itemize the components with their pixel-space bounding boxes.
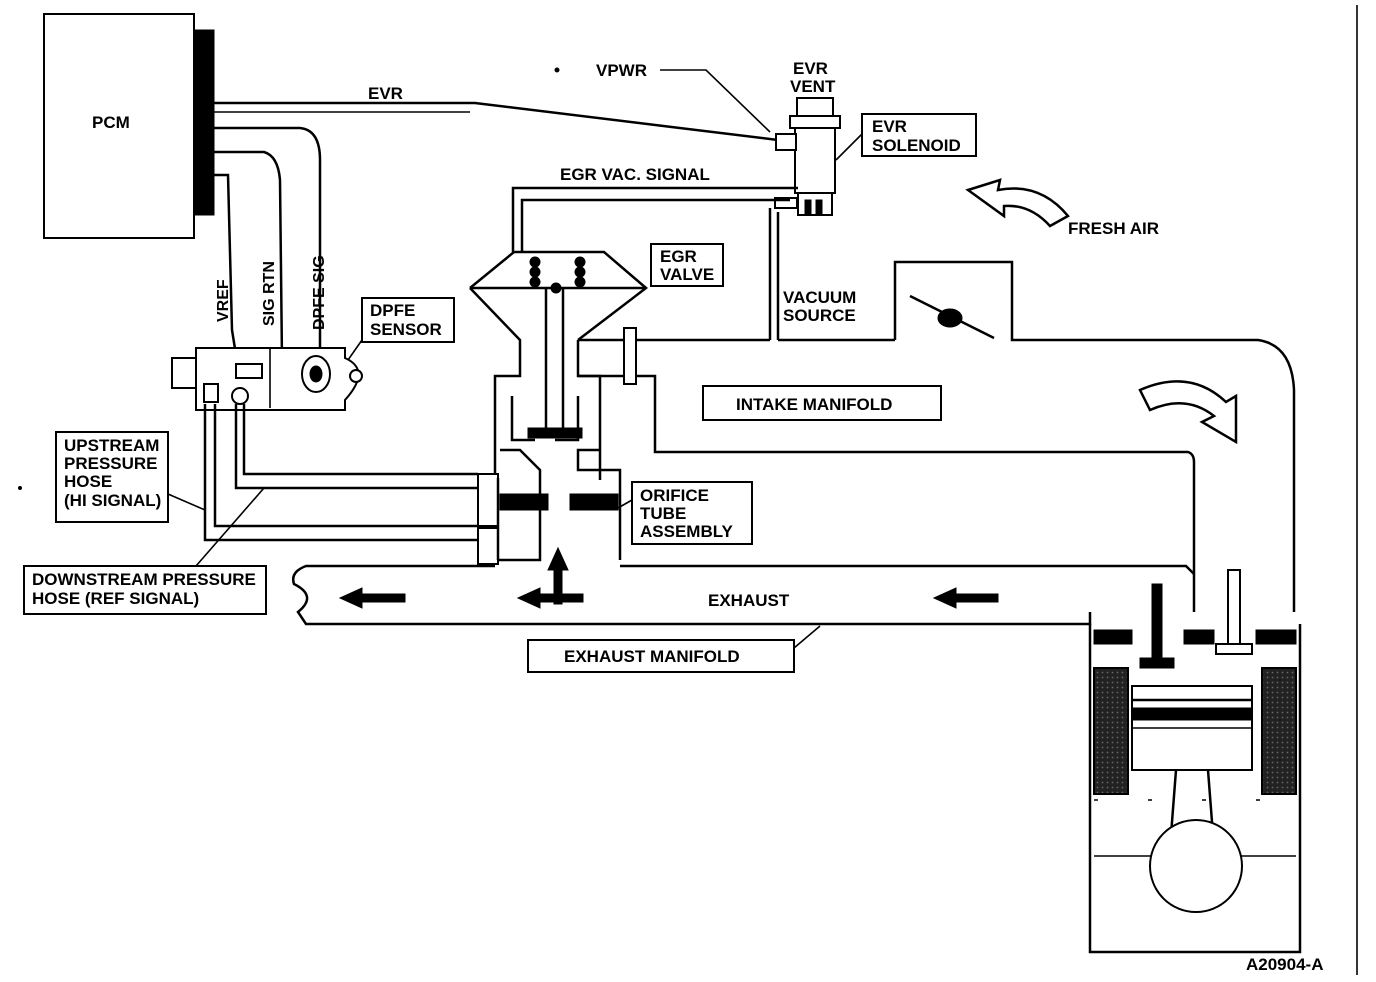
pcm-wiring: [214, 101, 779, 379]
intake-manifold: [578, 260, 1296, 612]
dpfe-sensor: [171, 347, 363, 411]
evr-solenoid-label-1: EVR: [872, 117, 907, 136]
fresh-air-arrow: [965, 178, 1070, 228]
vref-label: VREF: [215, 279, 232, 322]
intake-flow-arrow: [1138, 380, 1238, 445]
intake-manifold-label: INTAKE MANIFOLD: [736, 395, 892, 414]
sig-rtn-label: SIG RTN: [261, 261, 278, 326]
upstream-label-4: (HI SIGNAL): [64, 491, 161, 510]
orifice-plates: [499, 493, 619, 511]
evr-vent-label-1: EVR: [793, 59, 828, 78]
fresh-air-label: FRESH AIR: [1068, 219, 1159, 238]
orifice-label-2: TUBE: [640, 504, 686, 523]
evr-wire-label: EVR: [368, 84, 403, 103]
engine-cylinder: [1088, 569, 1302, 954]
egr-vac-signal-label: EGR VAC. SIGNAL: [560, 165, 710, 184]
scan-speck: [18, 486, 22, 490]
orifice-callout: [617, 481, 753, 545]
evr-vent-label-2: VENT: [790, 77, 836, 96]
vpwr-leader: [660, 69, 771, 133]
egr-valve-label-2: VALVE: [660, 265, 714, 284]
orifice-label-3: ASSEMBLY: [640, 522, 734, 541]
vacuum-source-hose: [768, 208, 780, 340]
exhaust-manifold-callout: [527, 625, 821, 673]
upstream-hose-callout: [55, 431, 206, 523]
evr-solenoid-callout: [835, 113, 977, 161]
egr-valve-callout: [650, 243, 724, 287]
pressure-hoses: [203, 404, 500, 565]
exhaust-flow-arrows: [338, 546, 999, 609]
evr-solenoid: [774, 97, 841, 216]
egr-vacuum-hose: [511, 186, 798, 252]
throttle-plate: [909, 294, 995, 340]
vacuum-source-label-2: SOURCE: [783, 306, 856, 325]
figure-id-label: A20904-A: [1246, 955, 1324, 974]
downstream-label-1: DOWNSTREAM PRESSURE: [32, 570, 256, 589]
exhaust-pipe: [292, 564, 1195, 626]
exhaust-manifold-label: EXHAUST MANIFOLD: [564, 647, 740, 666]
intake-manifold-callout: [702, 385, 942, 421]
pcm-module: PCM: [43, 13, 215, 239]
pcm-label: PCM: [92, 113, 130, 132]
exhaust-label: EXHAUST: [708, 591, 790, 610]
vacuum-source-label-1: VACUUM: [783, 288, 856, 307]
dpfe-sig-label: DPFE SIG: [311, 255, 328, 330]
upstream-label-2: PRESSURE: [64, 454, 158, 473]
egr-valve-label-1: EGR: [660, 247, 697, 266]
upstream-label-3: HOSE: [64, 472, 112, 491]
dpfe-sensor-label-2: SENSOR: [370, 320, 442, 339]
dpfe-sensor-callout: [347, 297, 455, 361]
egr-valve: [469, 250, 648, 562]
downstream-label-2: HOSE (REF SIGNAL): [32, 589, 199, 608]
evr-solenoid-label-2: SOLENOID: [872, 136, 961, 155]
dpfe-sensor-label-1: DPFE: [370, 301, 415, 320]
downstream-hose-callout: [23, 487, 267, 615]
orifice-label-1: ORIFICE: [640, 486, 709, 505]
scan-speck: [554, 67, 560, 73]
vpwr-label: VPWR: [596, 61, 647, 80]
upstream-label-1: UPSTREAM: [64, 436, 159, 455]
